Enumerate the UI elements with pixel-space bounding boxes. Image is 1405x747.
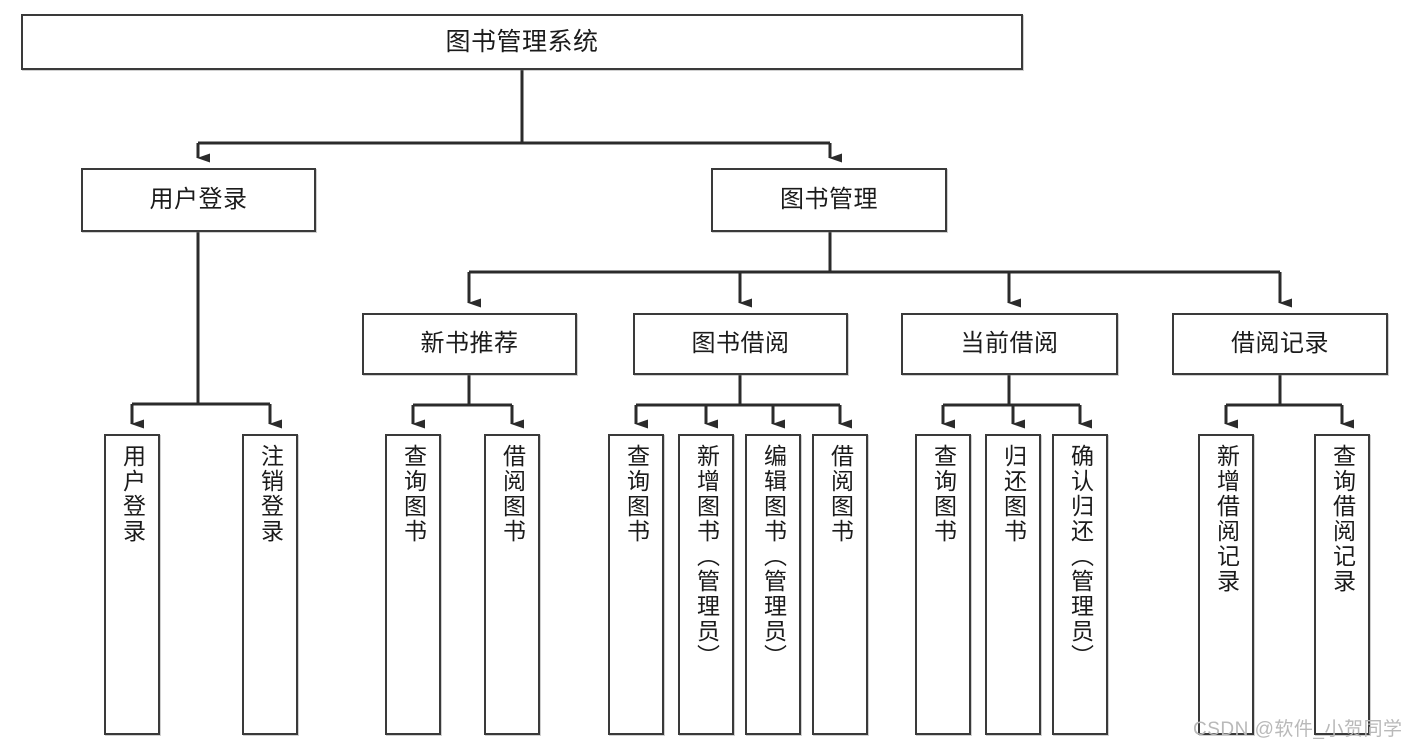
leaf-node-label: 新增图书（管理员） — [693, 444, 720, 669]
leaf-node-label: 编辑图书（管理员） — [760, 444, 787, 669]
leaf-node[interactable]: 借阅图书 — [812, 434, 868, 735]
leaf-node[interactable]: 归还图书 — [985, 434, 1041, 735]
node-book-borrow[interactable]: 图书借阅 — [633, 313, 848, 375]
leaf-node-label: 查询借阅记录 — [1329, 444, 1356, 594]
node-borrow-record-label: 借阅记录 — [1231, 329, 1329, 357]
leaf-node[interactable]: 查询图书 — [608, 434, 664, 735]
node-new-book-recommend-label: 新书推荐 — [420, 329, 519, 357]
leaf-node[interactable]: 编辑图书（管理员） — [745, 434, 801, 735]
leaf-node[interactable]: 用户登录 — [104, 434, 160, 735]
leaf-node-label: 注销登录 — [257, 444, 284, 544]
leaf-node[interactable]: 查询借阅记录 — [1314, 434, 1370, 735]
node-new-book-recommend[interactable]: 新书推荐 — [362, 313, 577, 375]
node-user-login-label: 用户登录 — [149, 185, 248, 213]
leaf-node[interactable]: 注销登录 — [242, 434, 298, 735]
node-root[interactable]: 图书管理系统 — [21, 14, 1023, 70]
leaf-node-label: 查询图书 — [930, 444, 957, 544]
leaf-node-label: 归还图书 — [1000, 444, 1027, 544]
node-current-borrow-label: 当前借阅 — [960, 329, 1059, 357]
leaf-node-label: 查询图书 — [623, 444, 650, 544]
node-book-management[interactable]: 图书管理 — [711, 168, 947, 232]
node-borrow-record[interactable]: 借阅记录 — [1172, 313, 1388, 375]
node-book-borrow-label: 图书借阅 — [691, 329, 790, 357]
node-user-login[interactable]: 用户登录 — [81, 168, 316, 232]
node-current-borrow[interactable]: 当前借阅 — [901, 313, 1118, 375]
leaf-node[interactable]: 借阅图书 — [484, 434, 540, 735]
leaf-node[interactable]: 确认归还（管理员） — [1052, 434, 1108, 735]
csdn-watermark: CSDN @软件_小贺同学 — [1193, 719, 1403, 740]
leaf-node-label: 用户登录 — [119, 444, 146, 544]
leaf-node[interactable]: 新增借阅记录 — [1198, 434, 1254, 735]
leaf-node[interactable]: 查询图书 — [385, 434, 441, 735]
node-root-label: 图书管理系统 — [445, 28, 599, 56]
leaf-node-label: 借阅图书 — [827, 444, 854, 544]
leaf-node-label: 确认归还（管理员） — [1067, 444, 1094, 669]
node-book-management-label: 图书管理 — [780, 185, 878, 213]
leaf-node[interactable]: 新增图书（管理员） — [678, 434, 734, 735]
leaf-node-label: 借阅图书 — [499, 444, 526, 544]
leaf-node[interactable]: 查询图书 — [915, 434, 971, 735]
leaf-node-label: 查询图书 — [400, 444, 427, 544]
leaf-node-label: 新增借阅记录 — [1213, 444, 1240, 594]
